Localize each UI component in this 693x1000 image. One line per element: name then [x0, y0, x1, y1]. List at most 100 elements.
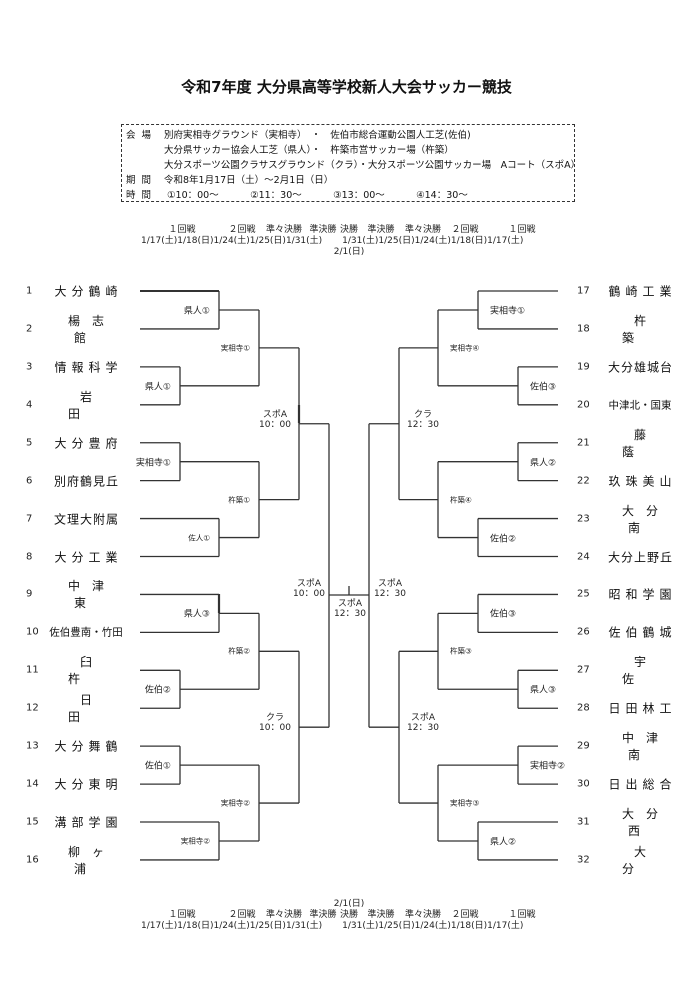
time-slot: ④14：30～	[416, 190, 468, 201]
venue-label: 佐伯①	[144, 761, 171, 772]
venue-label: 県人①	[144, 382, 171, 393]
team-number: 31	[577, 816, 590, 828]
team-number: 11	[26, 664, 39, 676]
team-name: 杵築	[621, 313, 670, 345]
date: 1/31(土)	[342, 236, 379, 246]
match-time: 10：00	[259, 419, 291, 430]
team-number: 3	[26, 361, 33, 373]
venue-name: スポA	[262, 409, 288, 420]
time-slot: ②11：30～	[250, 190, 302, 201]
team-number: 15	[26, 816, 39, 828]
team-name: 別府鶴見丘	[53, 474, 119, 489]
venue-line-3: 大分スポーツ公園クラサスグラウンド（クラ）・大分スポーツ公園サッカー場 Aコート…	[164, 160, 581, 171]
date: 1/31(土)	[285, 921, 323, 931]
team-number: 12	[26, 702, 39, 714]
team-number: 18	[577, 323, 590, 335]
team-name: 大分南	[621, 503, 670, 535]
venue-label: 実相寺③	[450, 798, 480, 808]
venue-name: スポA	[296, 579, 322, 589]
team-name: 大分舞鶴	[54, 739, 123, 754]
team-number: 26	[577, 626, 590, 638]
date-row: 1/17(土)1/18(日)1/24(土)1/25(日)1/31(土)1/31(…	[141, 918, 561, 931]
round-label: ２回戦	[451, 225, 479, 235]
venue-line-1: 別府実相寺グラウンド（実相寺） ・ 佐伯市総合運動公園人工芝(佐伯)	[164, 130, 471, 141]
venue-label: 佐人①	[188, 533, 210, 543]
team-number: 32	[577, 854, 590, 866]
team-name: 大分上野丘	[607, 550, 673, 564]
match-time: 12：30	[407, 723, 439, 734]
date: 1/31(土)	[342, 921, 379, 931]
venue-name: スポA	[377, 579, 403, 589]
venue-line-2: 大分県サッカー協会人工芝（県人）・ 杵築市営サッカー場（杵築）	[164, 145, 454, 156]
team-number: 20	[577, 399, 590, 411]
date: 1/24(土)	[213, 921, 250, 931]
date: 1/18(日)	[177, 236, 214, 246]
team-name: 中津北・国東	[608, 399, 672, 412]
team-number: 10	[26, 626, 39, 638]
date: 1/17(土)	[487, 236, 524, 246]
page-title: 令和7年度 大分県高等学校新人大会サッカー競技	[181, 78, 512, 96]
date: 1/24(土)	[414, 236, 451, 246]
round-label: 準々決勝	[265, 910, 303, 920]
round-label: 準々決勝	[404, 225, 442, 235]
venue-name: クラ	[413, 409, 432, 420]
venue-label: 実相寺①	[490, 306, 526, 317]
round-label: 準決勝	[309, 910, 337, 920]
team-name: 藤蔭	[621, 427, 670, 459]
venue-label: 実相寺②	[530, 761, 566, 772]
round-label: 準決勝	[367, 225, 395, 235]
team-name: 岩田	[67, 389, 116, 421]
venue-label: 県人③	[183, 609, 210, 620]
team-number: 9	[26, 588, 33, 600]
team-name: 大分鶴崎	[54, 284, 123, 299]
venue-name: クラ	[265, 713, 284, 724]
time-label: 時間	[126, 190, 158, 201]
venue-name: スポA	[337, 599, 363, 609]
venue-label: 佐伯③	[530, 382, 557, 393]
team-number: 19	[577, 361, 590, 373]
round-label: １回戦	[508, 225, 536, 235]
round-label: 準々決勝	[265, 225, 303, 235]
date: 1/25(日)	[249, 236, 286, 246]
team-name: 情報科学	[54, 360, 123, 375]
venue-label: 杵築④	[450, 495, 472, 505]
team-name: 大分雄城台	[607, 360, 673, 375]
team-name: 佐伯鶴城	[608, 625, 677, 640]
date: 1/17(土)	[141, 921, 178, 931]
round-label: 決勝	[339, 225, 359, 235]
venue-label: 杵築③	[450, 646, 472, 656]
venue-label: 杵築①	[228, 495, 250, 505]
venue-label: 佐伯②	[490, 534, 517, 545]
round-label: 準決勝	[309, 225, 337, 235]
venue-label: 実相寺②	[220, 798, 250, 808]
period-value: 令和8年1月17日（土）～2月1日（日）	[164, 175, 334, 186]
venue-label: 県人②	[530, 458, 557, 469]
team-number: 14	[26, 778, 39, 790]
team-name: 佐伯豊南・竹田	[49, 626, 123, 639]
date: 1/18(日)	[450, 236, 488, 246]
date: 1/31(土)	[285, 236, 323, 246]
team-name: 中津南	[621, 731, 670, 763]
team-number: 28	[577, 702, 590, 714]
venue-label: 佐伯②	[144, 685, 171, 696]
venue-label: 実相寺①	[220, 343, 250, 353]
round-label: 準々決勝	[404, 910, 442, 920]
team-number: 27	[577, 664, 590, 676]
team-number: 29	[577, 740, 590, 752]
round-label: ２回戦	[228, 910, 256, 920]
team-name: 玖珠美山	[608, 474, 677, 489]
team-name: 大分西	[621, 807, 670, 839]
team-number: 5	[26, 437, 33, 449]
team-number: 1	[26, 285, 33, 297]
team-name: 文理大附属	[53, 512, 119, 527]
team-number: 13	[26, 740, 39, 752]
venue-label: 実相寺①	[135, 458, 171, 469]
date: 1/25(日)	[378, 921, 415, 931]
round-label: ２回戦	[451, 910, 479, 920]
